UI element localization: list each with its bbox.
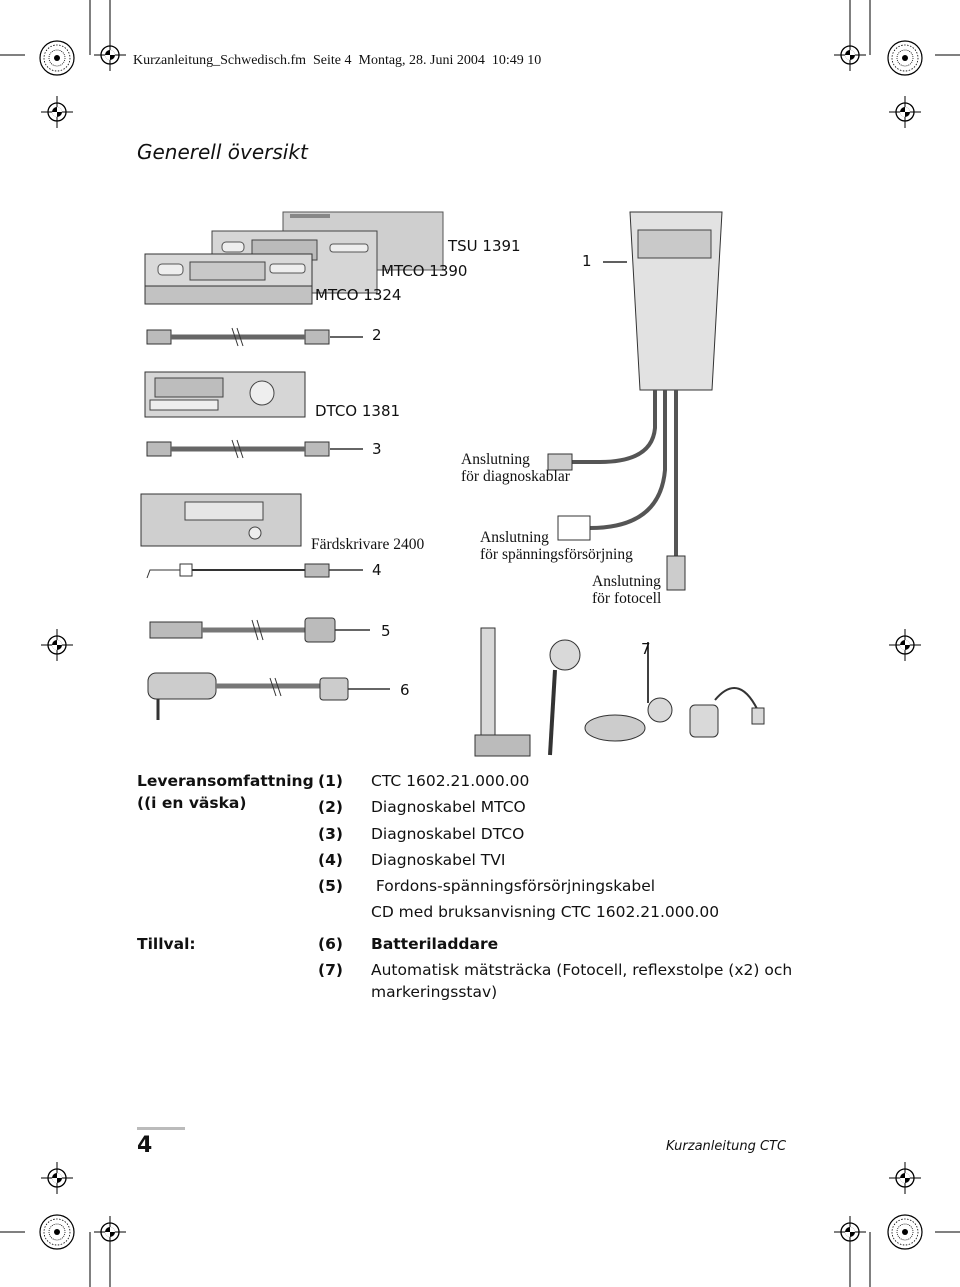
delivery-sublabel: ((i en väska) [137, 794, 247, 812]
overview-figure [140, 211, 765, 757]
fardskrivare-2400-device [140, 493, 302, 547]
item-number: (7) [318, 961, 343, 980]
label-mtco-1324: MTCO 1324 [315, 286, 402, 304]
label-dtco-1381: DTCO 1381 [315, 402, 401, 420]
tvi-diagnostic-cable [146, 563, 363, 579]
item-number: (3) [318, 824, 343, 843]
item-number: (6) [318, 935, 343, 953]
photocell-kit [474, 627, 765, 757]
page-title: Generell översikt [137, 140, 308, 164]
callout-number-4: 4 [372, 561, 382, 579]
mtco-1324-device [144, 253, 313, 305]
battery-charger [147, 672, 390, 720]
list-item: (4) Diagnoskabel TVI [318, 851, 878, 877]
callout-diagnostic-connection: Anslutning för diagnoskablar [461, 451, 570, 485]
label-tsu-1391: TSU 1391 [448, 237, 521, 255]
item-text: Batteriladdare [371, 935, 499, 953]
list-item: (1) CTC 1602.21.000.00 [318, 772, 878, 798]
list-item: CD med bruksanvisning CTC 1602.21.000.00 [318, 903, 878, 929]
item-text: Diagnoskabel MTCO [371, 798, 526, 817]
callout-photocell-connection: Anslutning för fotocell [592, 573, 662, 607]
item-text: Diagnoskabel DTCO [371, 824, 525, 843]
callout-power-connection: Anslutning för spänningsförsörjning [480, 529, 633, 563]
item-text: CD med bruksanvisning CTC 1602.21.000.00 [371, 903, 720, 922]
delivery-list: (1) CTC 1602.21.000.00 (2) Diagnoskabel … [318, 772, 878, 930]
item-number: (1) [318, 772, 343, 790]
list-item: (3) Diagnoskabel DTCO [318, 825, 878, 851]
list-item: (2) Diagnoskabel MTCO [318, 798, 878, 824]
list-item: (5) Fordons-spänningsförsörjningskabel [318, 877, 878, 903]
power-supply-cable [149, 617, 370, 643]
label-fardskrivare-2400: Färdskrivare 2400 [311, 536, 425, 553]
item-text: CTC 1602.21.000.00 [371, 772, 530, 790]
item-text: Fordons-spänningsförsörjningskabel [371, 877, 656, 896]
callout-number-1: 1 [582, 252, 592, 270]
item-text: markeringsstav) [371, 983, 498, 1002]
callout-number-2: 2 [372, 326, 382, 344]
delivery-label: Leveransomfattning [137, 772, 314, 790]
item-text: Automatisk mätsträcka (Fotocell, reflexs… [371, 961, 793, 980]
item-number: (5) [318, 877, 343, 896]
footer-rule [137, 1127, 185, 1130]
ctc-handheld-device [629, 211, 723, 391]
list-item: markeringsstav) [318, 983, 878, 1005]
mtco-diagnostic-cable [146, 327, 363, 347]
dtco-diagnostic-cable [146, 439, 363, 459]
callout-number-7: 7 [641, 640, 651, 658]
options-list: (6) Batteriladdare (7) Automatisk mätstr… [318, 935, 878, 1005]
dtco-1381-device [144, 371, 306, 418]
item-number: (4) [318, 850, 343, 869]
list-item: (6) Batteriladdare [318, 935, 878, 961]
options-label: Tillval: [137, 935, 196, 953]
file-header: Kurzanleitung_Schwedisch.fm Seite 4 Mont… [133, 53, 542, 68]
handheld-cables [570, 390, 678, 565]
item-number: (2) [318, 798, 343, 817]
item-text: Diagnoskabel TVI [371, 850, 506, 869]
label-mtco-1390: MTCO 1390 [381, 262, 468, 280]
callout-number-5: 5 [381, 622, 391, 640]
footer-doc-title: Kurzanleitung CTC [666, 1139, 787, 1154]
page-number: 4 [137, 1133, 153, 1158]
list-item: (7) Automatisk mätsträcka (Fotocell, ref… [318, 961, 878, 983]
callout-number-3: 3 [372, 440, 382, 458]
callout-number-6: 6 [400, 681, 410, 699]
